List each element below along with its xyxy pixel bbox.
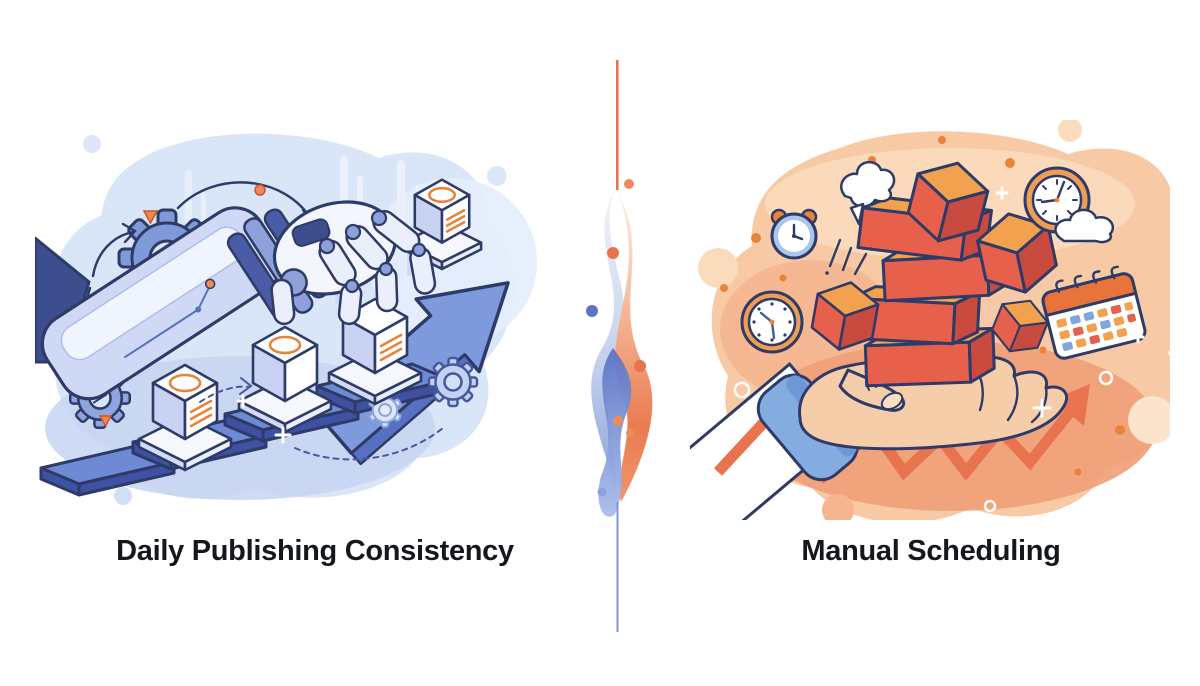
automated-publishing-illustration <box>35 133 537 505</box>
steam-puff-icon <box>840 161 896 226</box>
left-caption: Daily Publishing Consistency <box>116 535 514 567</box>
calendar-grid <box>1056 301 1137 351</box>
robot-hand-icon <box>270 200 437 326</box>
triangle-accent-icon <box>142 210 159 225</box>
right-caption: Manual Scheduling <box>801 535 1061 567</box>
cube-icon <box>991 299 1049 353</box>
sparkle-icon <box>995 186 1145 418</box>
dot-accent <box>254 184 266 196</box>
divider-line-bottom <box>616 502 619 632</box>
triangle-accent-icon <box>98 415 113 428</box>
speed-lines-icon <box>825 238 873 276</box>
cool-wave <box>591 190 626 488</box>
manual-scheduling-illustration <box>690 120 1170 520</box>
dashed-arc-arrowhead <box>239 377 253 395</box>
robot-arm-icon <box>35 200 437 401</box>
dashed-arc-icon <box>199 385 444 461</box>
divider-swirl <box>586 60 653 632</box>
sparkle-icon <box>236 394 495 444</box>
warm-wave <box>615 195 653 502</box>
cube-icon <box>810 281 880 351</box>
content-cube-icon <box>237 325 333 434</box>
gear-icon <box>427 356 479 408</box>
cube-icon <box>976 212 1058 294</box>
alarm-clock-icon <box>770 208 818 260</box>
divider-dots <box>586 179 646 497</box>
cloud-icon <box>1054 208 1115 244</box>
cube-icon <box>906 161 990 243</box>
divider-line-top <box>616 60 619 190</box>
clock-icon <box>740 290 804 354</box>
calendar-icon <box>1041 265 1147 360</box>
ring-dot-icon <box>733 370 1114 513</box>
cool-dark-wave <box>598 348 632 517</box>
